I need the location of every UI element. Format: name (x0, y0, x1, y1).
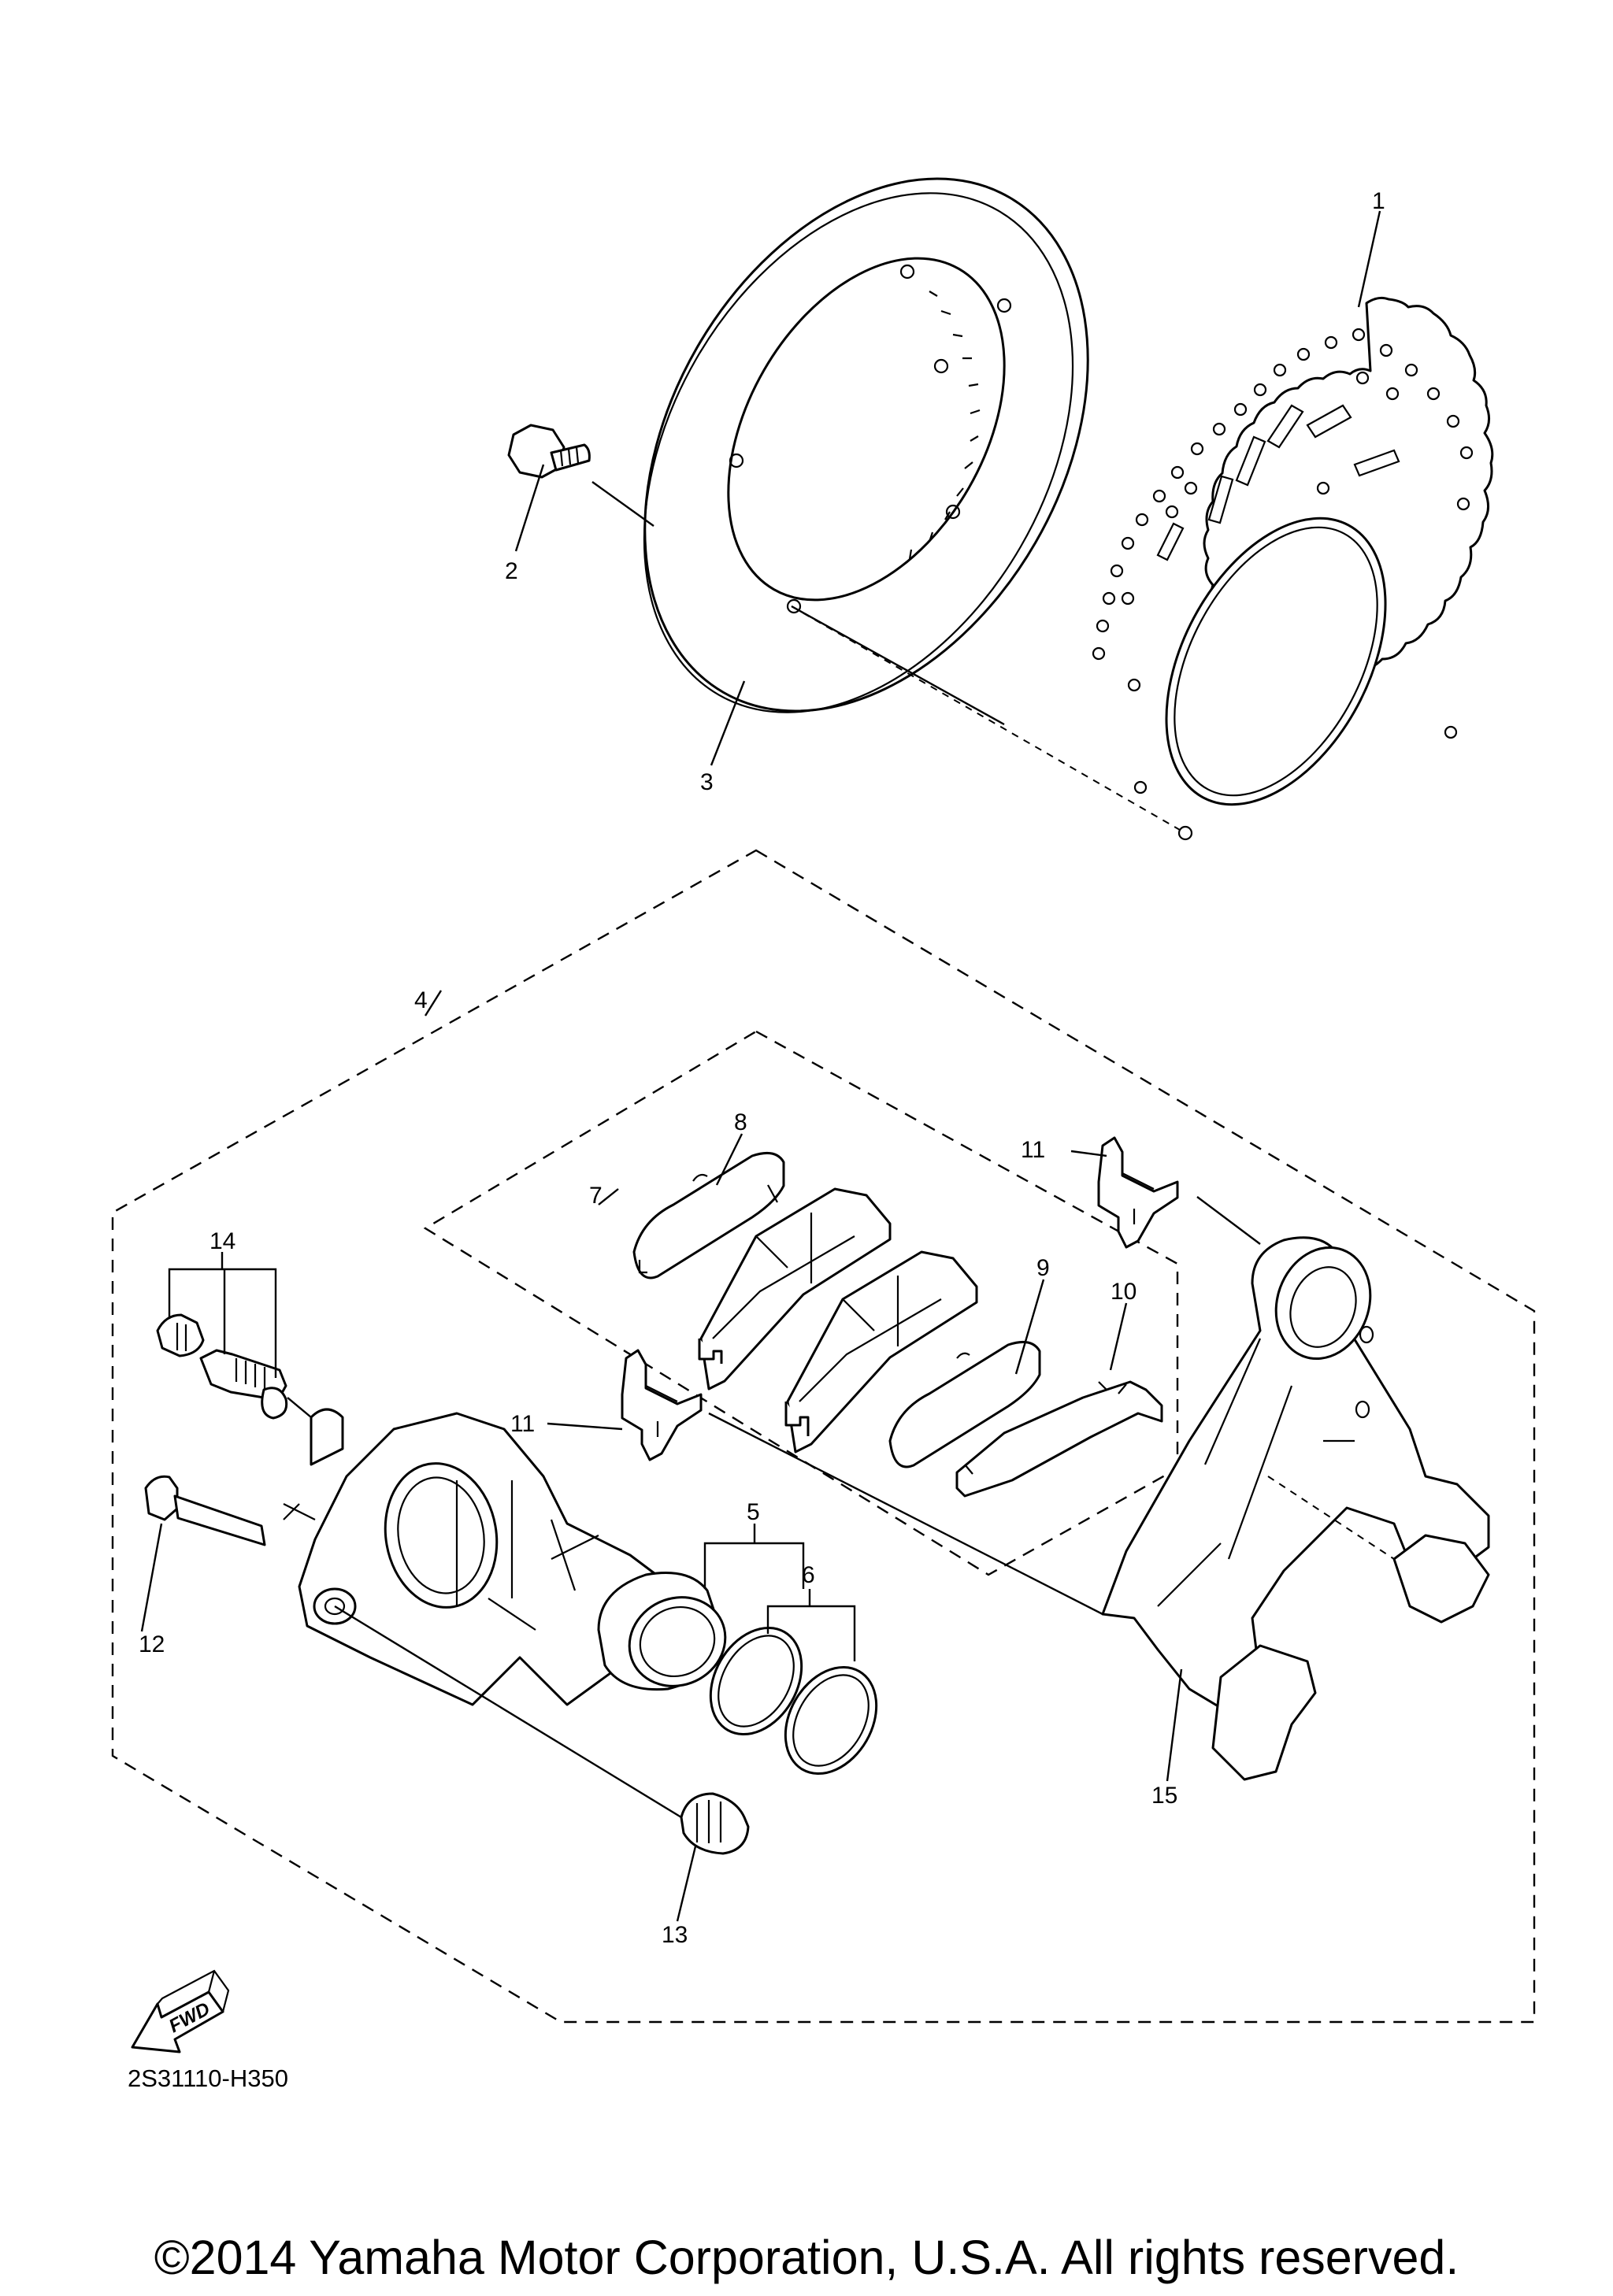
pad-shim-left (632, 1151, 785, 1279)
callout-5: 5 (747, 1499, 760, 1525)
disc-bolt (507, 424, 591, 479)
callout-3: 3 (700, 769, 714, 795)
callout-12: 12 (139, 1631, 165, 1657)
slide-pin-boot (680, 1792, 750, 1855)
callout-14: 14 (210, 1228, 235, 1254)
caliper-assembly-boundary (111, 849, 1536, 2024)
caliper-bracket (1101, 1236, 1490, 1781)
brake-disc (1092, 296, 1494, 841)
brake-pad-right (784, 1250, 978, 1454)
piston-seal-set (709, 1626, 878, 1776)
brake-pad-left (698, 1187, 892, 1391)
forward-arrow-icon: FWD (131, 1969, 230, 2053)
disc-adapter-ring (643, 177, 1089, 713)
callout-8: 8 (734, 1109, 747, 1135)
pad-clip-lower (621, 1349, 703, 1461)
callout-9: 9 (1036, 1255, 1050, 1281)
caliper-piston (597, 1572, 727, 1691)
callout-13: 13 (662, 1922, 688, 1948)
pad-kit-boundary (423, 1030, 1179, 1576)
diagram-code: 2S31110-H350 (128, 2065, 288, 2092)
copyright-notice: ©2014 Yamaha Motor Corporation, U.S.A. A… (154, 2231, 1459, 2284)
pad-spring (955, 1380, 1163, 1498)
pad-clip-upper (1097, 1136, 1179, 1249)
caliper-body (283, 1408, 663, 1706)
callout-6: 6 (802, 1562, 815, 1588)
caliper-slide-pin (144, 1475, 266, 1546)
callout-15: 15 (1151, 1783, 1177, 1809)
callout-11-upper: 11 (1021, 1137, 1045, 1163)
callout-7: 7 (589, 1183, 603, 1209)
callout-4: 4 (414, 987, 428, 1013)
callout-11-lower: 11 (510, 1411, 535, 1437)
pad-shim-right (888, 1340, 1041, 1468)
callout-2: 2 (505, 558, 518, 584)
bleed-screw-set (156, 1313, 288, 1420)
callout-10: 10 (1111, 1279, 1137, 1305)
callout-1: 1 (1372, 188, 1385, 214)
